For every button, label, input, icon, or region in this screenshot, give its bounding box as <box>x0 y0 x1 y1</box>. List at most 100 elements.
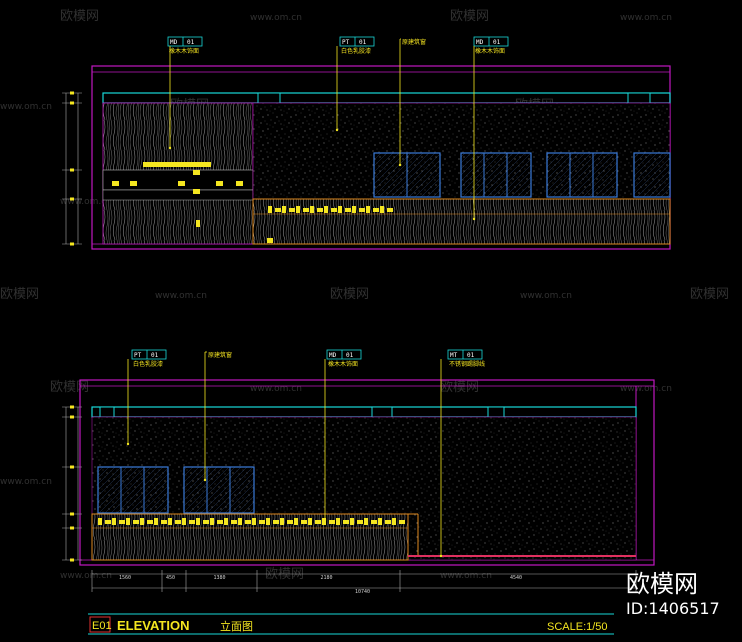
top-left-dimension <box>62 91 82 246</box>
dimension-tick <box>70 526 74 530</box>
bottom-ceiling-band <box>91 406 637 418</box>
bench-marker <box>373 208 379 212</box>
watermark-url: www.om.cn <box>60 571 112 581</box>
bench-marker <box>310 206 314 213</box>
watermark-url: www.om.cn <box>620 384 672 394</box>
bench-marker <box>182 518 186 525</box>
bench-marker <box>217 520 223 524</box>
watermark-url: www.om.cn <box>440 571 492 581</box>
bench-marker <box>147 520 153 524</box>
bench-marker <box>224 518 228 525</box>
watermark-url: www.om.cn <box>60 197 112 207</box>
bench-marker <box>387 208 393 212</box>
top-bench-markers <box>112 170 393 243</box>
watermark-logo: 欧模网 <box>0 287 39 302</box>
bench-marker <box>98 518 102 525</box>
watermark-logo: 欧模网 <box>440 380 479 395</box>
dimension-tick <box>70 512 74 516</box>
bench-marker <box>112 518 116 525</box>
bottom-left-dimension <box>62 405 82 562</box>
material-tag-label: 原建筑窗 <box>402 38 426 46</box>
bench-marker <box>331 208 337 212</box>
bench-marker <box>322 518 326 525</box>
title-scale: SCALE:1/50 <box>547 621 608 633</box>
dimension-tick <box>70 91 74 95</box>
material-tag: 原建筑窗 <box>203 351 232 482</box>
bench-marker <box>392 518 396 525</box>
bench-marker <box>161 520 167 524</box>
dimension-value: 4540 <box>510 575 522 581</box>
title-code-box <box>89 616 111 633</box>
bench-marker <box>119 520 125 524</box>
material-tag-label: 橡木木饰面 <box>475 47 505 55</box>
counter-marker <box>178 181 185 186</box>
bench-marker <box>273 520 279 524</box>
title-cn: 立面图 <box>220 619 253 633</box>
counter-marker <box>193 170 200 175</box>
dimension-value: 1560 <box>119 575 131 581</box>
bottom-bench-markers <box>98 518 405 525</box>
bench-marker <box>238 518 242 525</box>
brand-logo: 欧模网 <box>626 570 698 598</box>
bench-marker <box>380 206 384 213</box>
bench-marker <box>259 520 265 524</box>
bench-marker <box>366 206 370 213</box>
dimension-tick <box>70 242 74 246</box>
bottom-windows <box>97 466 255 514</box>
dimension-tick <box>70 465 74 469</box>
top-windows <box>373 152 671 198</box>
bench-marker <box>133 520 139 524</box>
bench-marker <box>252 518 256 525</box>
bench-marker <box>336 518 340 525</box>
material-tag-label: 白色乳胶漆 <box>133 360 163 368</box>
material-tag-code: PT <box>342 39 350 46</box>
bench-marker <box>350 518 354 525</box>
bench-marker <box>399 520 405 524</box>
bench-marker <box>231 520 237 524</box>
material-tag-number: 01 <box>187 39 195 46</box>
bench-marker <box>140 518 144 525</box>
watermark-url: www.om.cn <box>0 102 52 112</box>
bench-marker <box>168 518 172 525</box>
bench-marker <box>289 208 295 212</box>
dimension-total: 10740 <box>355 589 370 595</box>
watermark-logo: 欧模网 <box>330 287 369 302</box>
watermark-logo: 欧模网 <box>450 9 489 24</box>
bench-marker <box>371 520 377 524</box>
dimension-tick <box>70 197 74 201</box>
watermark-logo: 欧模网 <box>690 287 729 302</box>
watermark-url: www.om.cn <box>250 13 302 23</box>
bench-marker <box>282 206 286 213</box>
bench-marker <box>294 518 298 525</box>
bench-marker <box>308 518 312 525</box>
bench-marker <box>324 206 328 213</box>
counter-marker <box>216 181 223 186</box>
title-main: ELEVATION <box>117 618 189 633</box>
watermark-logo: 欧模网 <box>265 567 304 582</box>
material-tag-label: 橡木木饰面 <box>169 47 199 55</box>
bench-marker <box>364 518 368 525</box>
dimension-tick <box>70 168 74 172</box>
top-elevation <box>62 65 671 250</box>
watermark-logo: 欧模网 <box>60 9 99 24</box>
counter-marker <box>112 181 119 186</box>
dimension-tick <box>70 405 74 409</box>
dimension-tick <box>70 101 74 105</box>
bench-marker <box>280 518 284 525</box>
bench-marker <box>210 518 214 525</box>
bench-marker <box>317 208 323 212</box>
bench-marker <box>315 520 321 524</box>
counter-marker <box>130 181 137 186</box>
dimension-value: 450 <box>166 575 175 581</box>
watermark-url: www.om.cn <box>0 477 52 487</box>
material-tag: 原建筑窗 <box>398 38 426 167</box>
counter-marker <box>193 189 200 194</box>
bench-marker <box>154 518 158 525</box>
bench-marker <box>343 520 349 524</box>
material-tag-number: 01 <box>359 39 367 46</box>
